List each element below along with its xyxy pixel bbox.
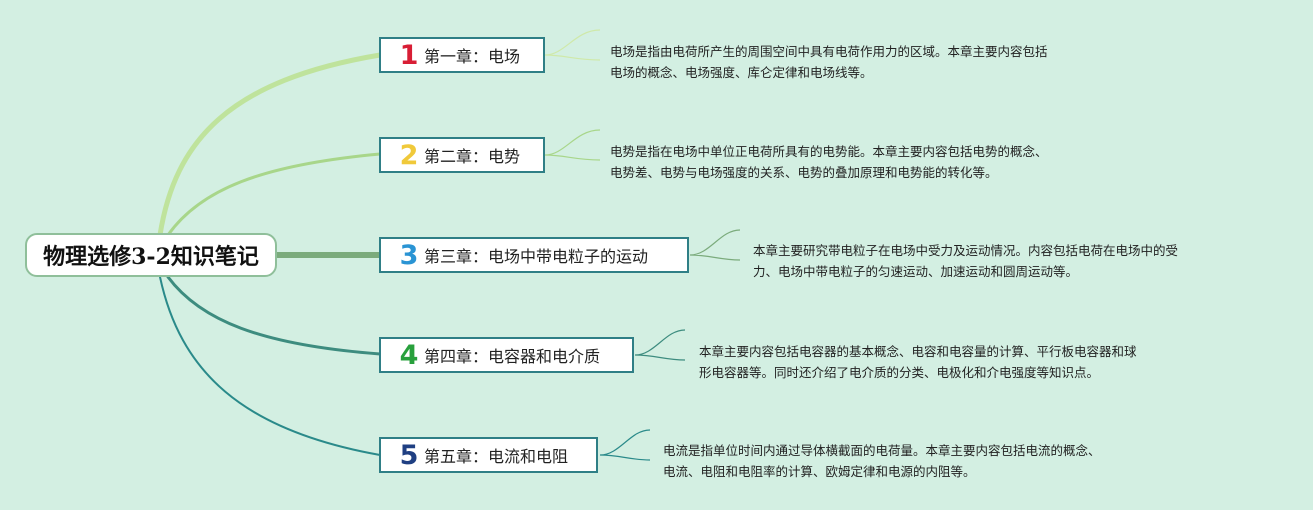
description-line: 力、电场中带电粒子的匀速运动、加速运动和圆周运动等。 — [753, 264, 1079, 279]
chapter-description-2: 电势是指在电场中单位正电荷所具有的电势能。本章主要内容包括电势的概念、 电势差、… — [610, 141, 1048, 183]
description-line: 电流是指单位时间内通过导体横截面的电荷量。本章主要内容包括电流的概念、 — [663, 443, 1101, 458]
chapter-node-2[interactable]: 2 第二章：电势 — [379, 137, 545, 173]
chapter-node-4[interactable]: 4 第四章：电容器和电介质 — [379, 337, 634, 373]
description-line: 电流、电阻和电阻率的计算、欧姆定律和电源的内阻等。 — [663, 464, 976, 479]
description-line: 电势差、电势与电场强度的关系、电势的叠加原理和电势能的转化等。 — [610, 165, 998, 180]
description-line: 电场的概念、电场强度、库仑定律和电场线等。 — [610, 65, 873, 80]
chapter-node-3[interactable]: 3 第三章：电场中带电粒子的运动 — [379, 237, 689, 273]
chapter-label-4: 第四章：电容器和电介质 — [424, 347, 601, 366]
chapter-label-2: 第二章：电势 — [424, 147, 521, 166]
sub-connector-4 — [634, 329, 686, 361]
sub-connector-5 — [599, 429, 651, 461]
chapter-number-2: 2 — [399, 139, 419, 171]
chapter-label-3: 第三章：电场中带电粒子的运动 — [424, 247, 649, 266]
chapter-node-1[interactable]: 1 第一章：电场 — [379, 37, 545, 73]
chapter-number-4: 4 — [399, 339, 419, 371]
chapter-description-4: 本章主要内容包括电容器的基本概念、电容和电容量的计算、平行板电容器和球 形电容器… — [699, 341, 1137, 383]
chapter-number-3: 3 — [399, 239, 419, 271]
sub-connector-1 — [544, 29, 601, 61]
chapter-node-5[interactable]: 5 第五章：电流和电阻 — [379, 437, 598, 473]
root-topic[interactable]: 物理选修3-2知识笔记 — [25, 233, 277, 277]
branch-line-2 — [166, 152, 382, 237]
chapter-label-1: 第一章：电场 — [424, 47, 521, 66]
chapter-description-3: 本章主要研究带电粒子在电场中受力及运动情况。内容包括电荷在电场中的受 力、电场中… — [753, 240, 1178, 282]
description-line: 本章主要内容包括电容器的基本概念、电容和电容量的计算、平行板电容器和球 — [699, 344, 1137, 359]
chapter-description-1: 电场是指由电荷所产生的周围空间中具有电荷作用力的区域。本章主要内容包括 电场的概… — [610, 41, 1048, 83]
description-line: 本章主要研究带电粒子在电场中受力及运动情况。内容包括电荷在电场中的受 — [753, 243, 1179, 258]
description-line: 电势是指在电场中单位正电荷所具有的电势能。本章主要内容包括电势的概念、 — [610, 144, 1048, 159]
chapter-number-5: 5 — [399, 439, 419, 471]
chapter-description-5: 电流是指单位时间内通过导体横截面的电荷量。本章主要内容包括电流的概念、 电流、电… — [663, 440, 1101, 482]
chapter-label-5: 第五章：电流和电阻 — [424, 447, 569, 466]
branch-line-1 — [157, 52, 383, 238]
sub-connector-3 — [689, 229, 741, 261]
description-line: 电场是指由电荷所产生的周围空间中具有电荷作用力的区域。本章主要内容包括 — [610, 44, 1048, 59]
chapter-number-1: 1 — [399, 39, 419, 71]
branch-line-4 — [166, 275, 382, 356]
sub-connector-2 — [544, 129, 601, 161]
description-line: 形电容器等。同时还介绍了电介质的分类、电极化和介电强度等知识点。 — [699, 365, 1100, 380]
branch-line-5 — [159, 276, 381, 456]
